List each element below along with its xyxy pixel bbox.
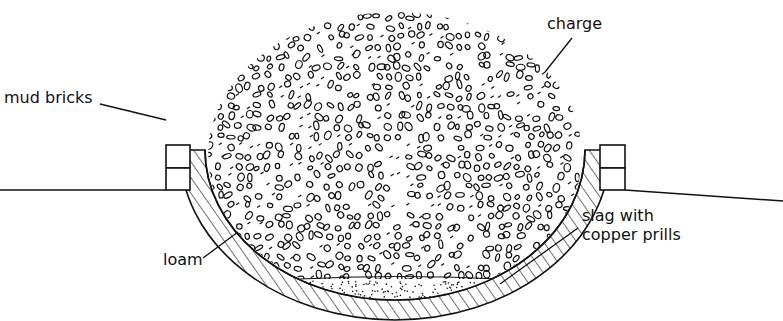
ground-line: [625, 190, 783, 201]
part-label: slag with copper prills: [582, 206, 702, 244]
charge-pebbles: [202, 10, 586, 284]
slag-layer: [200, 277, 600, 310]
part-label: charge: [547, 14, 602, 33]
leader-lines: [100, 38, 578, 284]
part-label: mud bricks: [4, 88, 93, 107]
pit-inner-wall: [205, 150, 585, 300]
ground-line: [0, 189, 166, 191]
loam-lining: [180, 150, 610, 320]
part-label: loam: [163, 250, 203, 269]
